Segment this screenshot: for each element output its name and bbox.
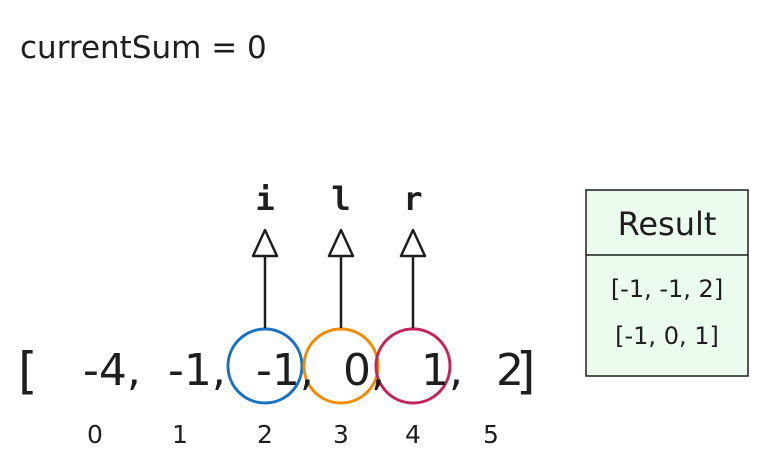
array-index-3: 3 [333, 420, 349, 449]
array-open-bracket: [ [18, 342, 38, 400]
pointer-arrowhead-i [251, 228, 279, 258]
result-row-0: [-1, -1, 2] [611, 275, 723, 303]
array-index-1: 1 [172, 420, 188, 449]
pointer-r: r [399, 180, 427, 328]
array-close-bracket: ] [516, 342, 536, 400]
result-title: Result [618, 205, 717, 243]
array-value-5: 2 [496, 345, 524, 396]
current-sum-label: currentSum = 0 [20, 30, 267, 66]
pointer-arrowhead-r [399, 228, 427, 258]
array-index-4: 4 [405, 420, 421, 449]
array-value-2: -1, [256, 345, 314, 396]
array-value-3: 0, [343, 345, 385, 396]
pointer-label-l: l [331, 180, 350, 218]
result-rows: [-1, -1, 2] [-1, 0, 1] [611, 275, 723, 350]
pointer-i: i [251, 180, 279, 328]
array-value-0: -4, [83, 345, 141, 396]
array-index-0: 0 [87, 420, 103, 449]
pointer-label-r: r [403, 180, 422, 218]
highlight-circle-3 [302, 327, 380, 405]
result-box-background [585, 189, 749, 377]
array-index-5: 5 [483, 420, 499, 449]
array-values: -4, -1, -1, 0, 1, 2 [83, 345, 524, 396]
highlight-circles [226, 327, 452, 405]
result-box: Result [-1, -1, 2] [-1, 0, 1] [585, 189, 749, 377]
array-index-2: 2 [257, 420, 273, 449]
pointer-label-i: i [255, 180, 274, 218]
pointer-l: l [327, 180, 355, 328]
array-value-1: -1, [168, 345, 226, 396]
array-value-4: 1, [421, 345, 463, 396]
highlight-circle-4 [374, 327, 452, 405]
result-row-1: [-1, 0, 1] [615, 322, 719, 350]
array-indices: 0 1 2 3 4 5 [87, 420, 499, 449]
highlight-circle-2 [226, 327, 304, 405]
pointer-arrowhead-l [327, 228, 355, 258]
